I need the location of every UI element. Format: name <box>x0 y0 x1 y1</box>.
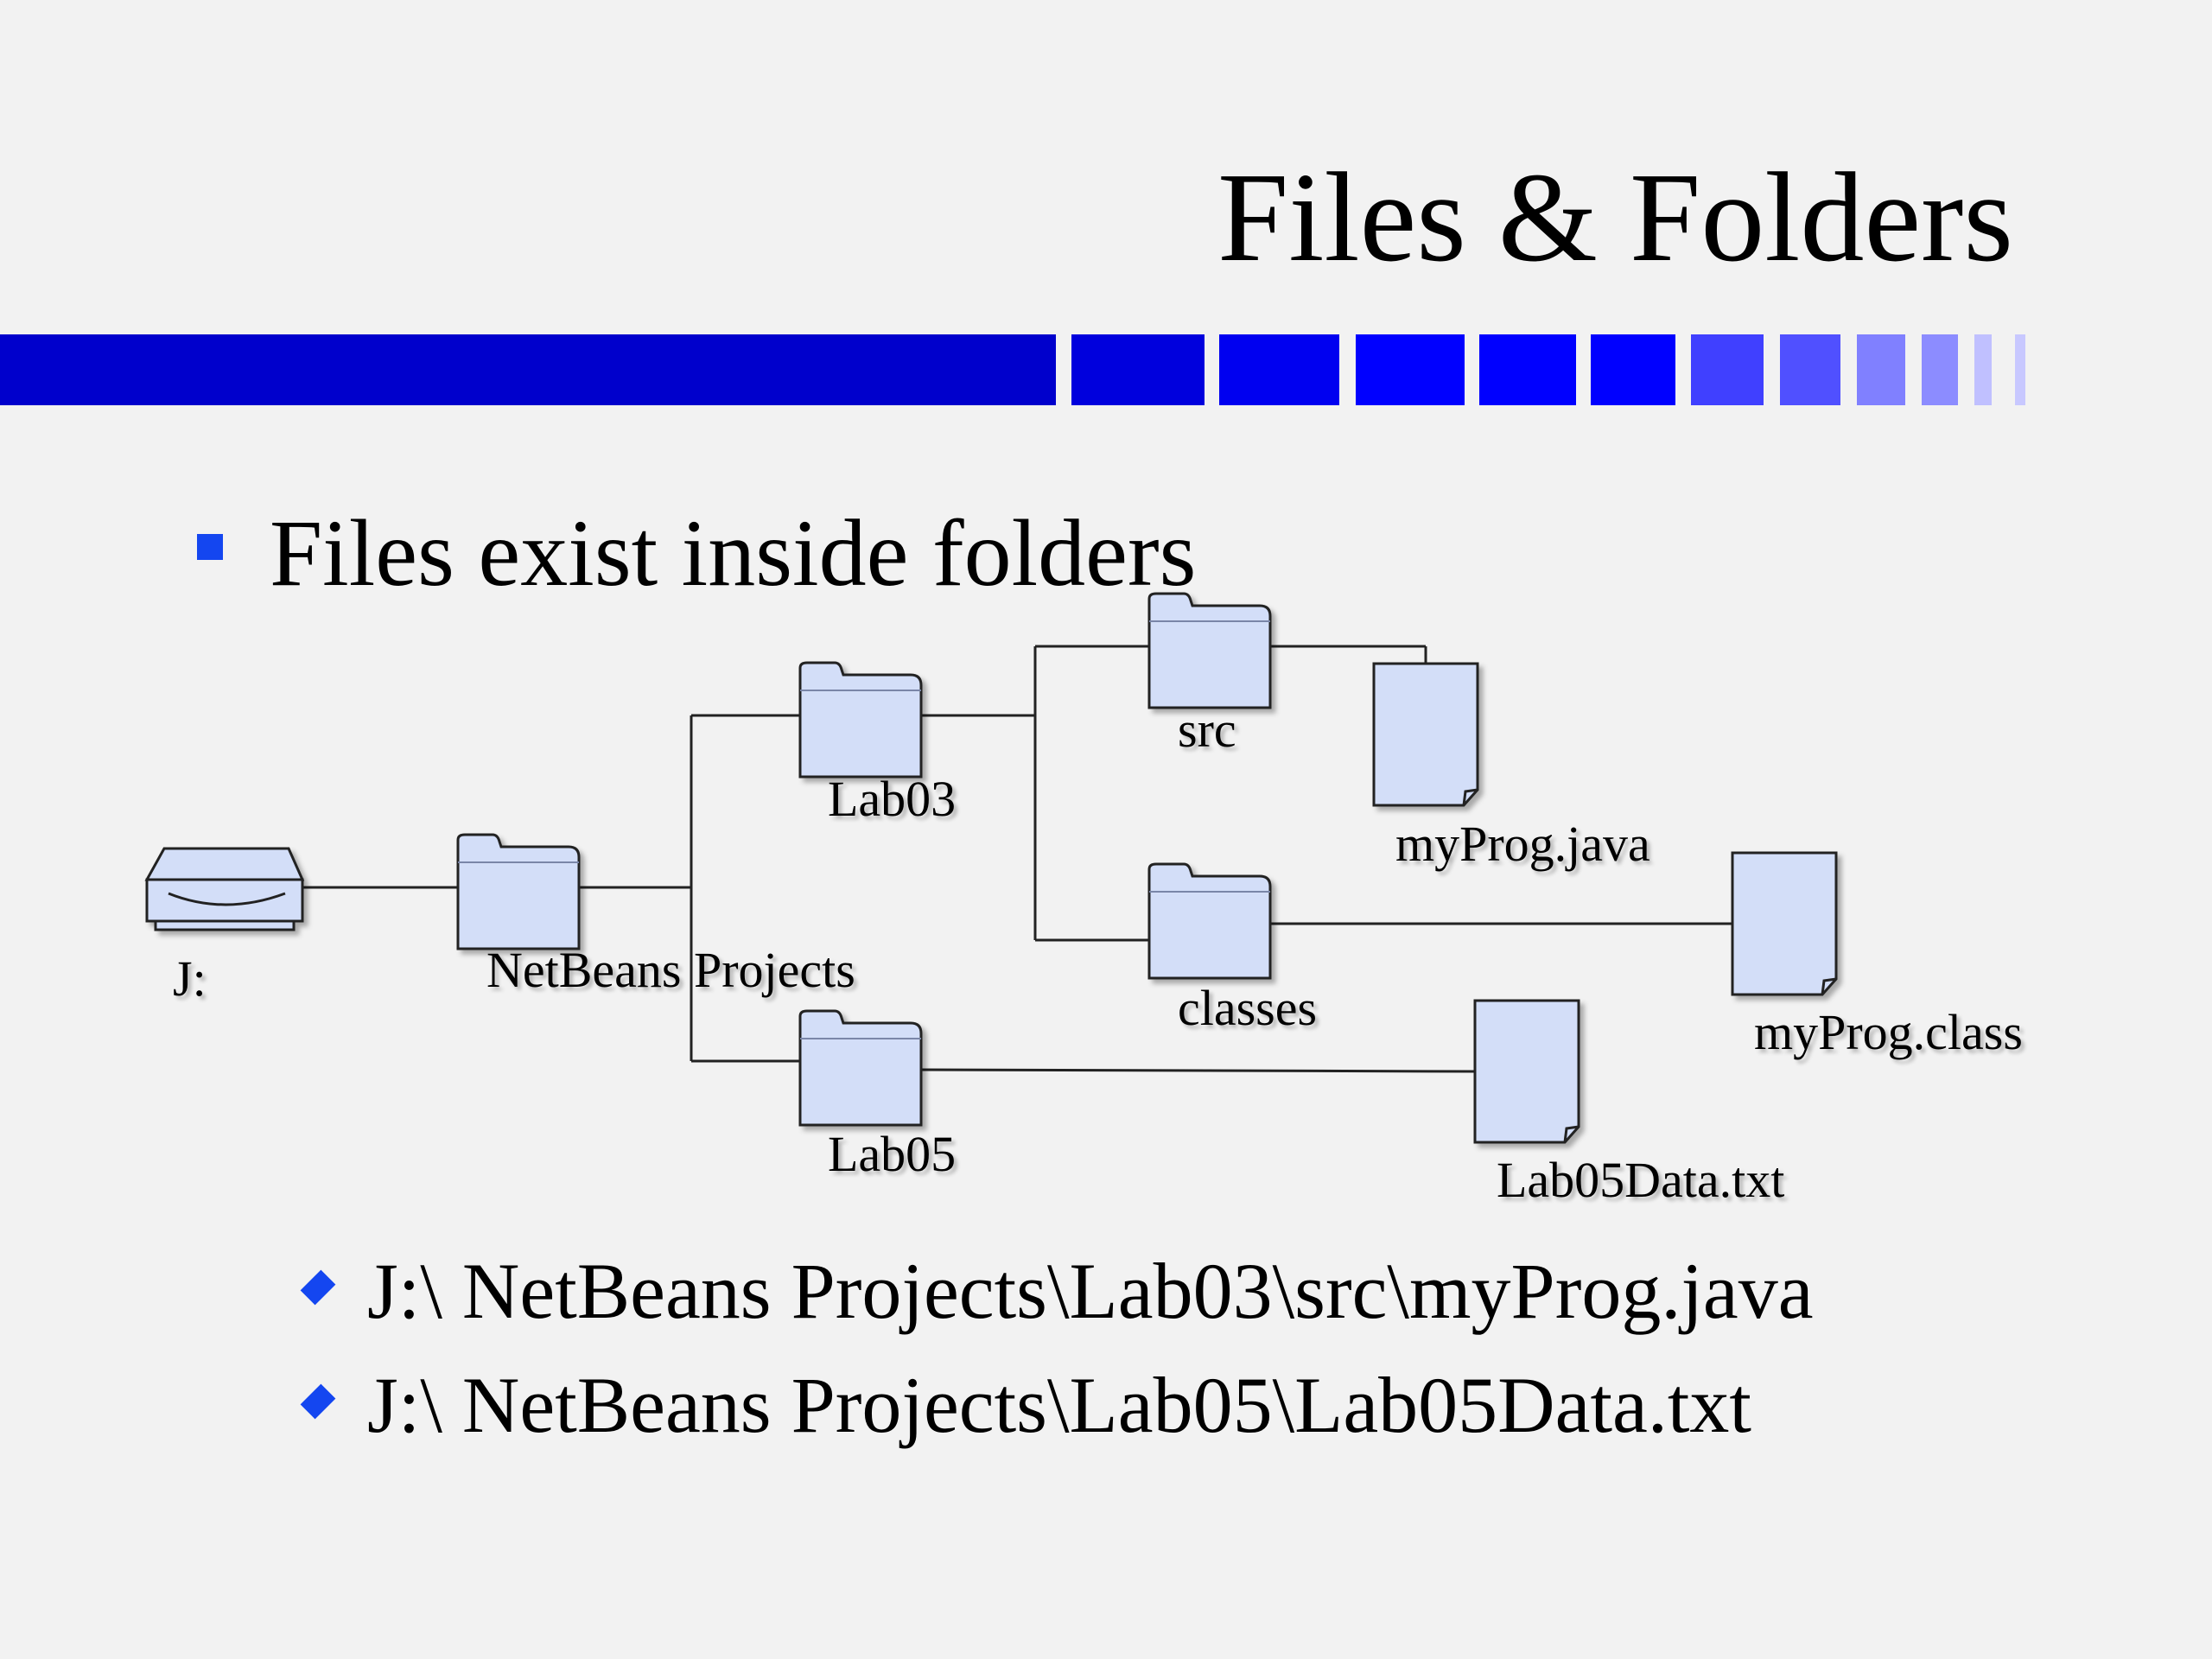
label-lab05data: Lab05Data.txt <box>1497 1152 1785 1208</box>
banner-segment <box>1591 334 1675 405</box>
label-classes: classes <box>1178 980 1318 1036</box>
banner-segment <box>1479 334 1576 405</box>
label-lab03: Lab03 <box>828 771 957 827</box>
banner-segment <box>1780 334 1840 405</box>
label-myprog-java: myProg.java <box>1395 816 1650 872</box>
label-lab05: Lab05 <box>828 1126 957 1182</box>
label-drive: J: <box>173 950 207 1007</box>
folder-icon-lab05 <box>798 1009 923 1127</box>
file-icon-java <box>1372 662 1479 807</box>
path-line-2: J:\ NetBeans Projects\Lab05\Lab05Data.tx… <box>367 1361 1751 1449</box>
banner-segment <box>1974 334 1992 405</box>
file-icon-data <box>1473 999 1580 1144</box>
main-bullet-text: Files exist inside folders <box>270 500 1197 606</box>
drive-icon <box>144 847 305 931</box>
folder-icon-lab03 <box>798 661 923 779</box>
banner-segment <box>1219 334 1339 405</box>
label-myprog-class: myProg.class <box>1754 1004 2023 1060</box>
banner-segment <box>0 334 1056 405</box>
folder-icon-src <box>1147 592 1272 709</box>
path-line-1: J:\ NetBeans Projects\Lab03\src\myProg.j… <box>367 1247 1814 1335</box>
file-icon-class <box>1731 851 1838 996</box>
slide-title: Files & Folders <box>1217 147 2013 289</box>
connector-lines <box>302 645 1732 1073</box>
banner-segment <box>1922 334 1958 405</box>
banner-segment <box>2015 334 2025 405</box>
folder-icon-netbeans <box>456 833 581 950</box>
label-netbeans-projects: NetBeans Projects <box>486 942 855 998</box>
label-src: src <box>1178 702 1236 758</box>
banner-segment <box>1857 334 1905 405</box>
banner-segment <box>1071 334 1205 405</box>
folder-icon-classes <box>1147 862 1272 980</box>
banner-segment <box>1356 334 1465 405</box>
banner-segment <box>1691 334 1764 405</box>
bullet-square-icon <box>197 534 223 560</box>
